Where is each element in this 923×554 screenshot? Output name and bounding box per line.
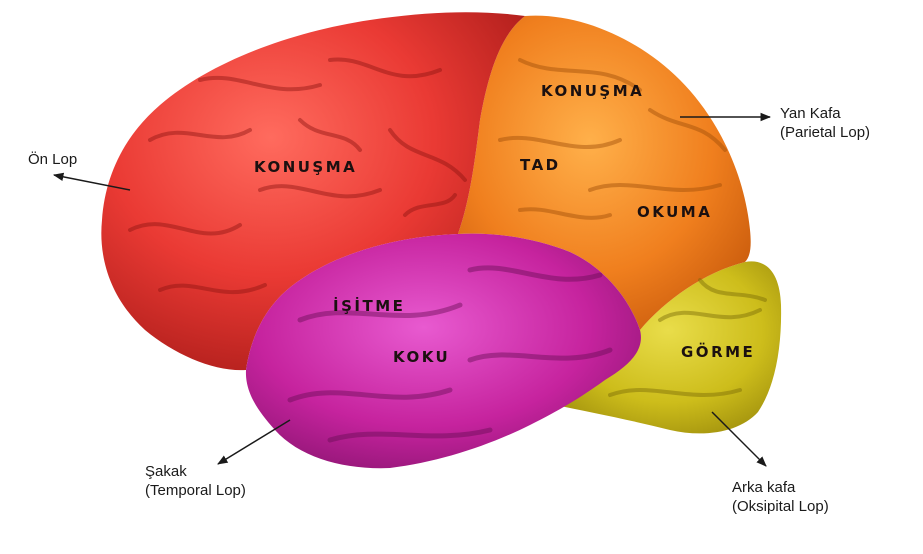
annotation-parietal-name: Yan Kafa — [780, 104, 870, 123]
label-vision: GÖRME — [681, 343, 755, 361]
annotation-occipital-latin: (Oksipital Lop) — [732, 497, 829, 516]
annotation-occipital-name: Arka kafa — [732, 478, 829, 497]
temporal-arrow — [218, 420, 290, 464]
label-parietal-speech: KONUŞMA — [541, 82, 644, 100]
annotation-occipital: Arka kafa (Oksipital Lop) — [732, 478, 829, 516]
label-smell: KOKU — [393, 348, 450, 366]
annotation-temporal-latin: (Temporal Lop) — [145, 481, 246, 500]
label-reading: OKUMA — [637, 203, 712, 221]
label-taste: TAD — [520, 156, 561, 174]
annotation-parietal-latin: (Parietal Lop) — [780, 123, 870, 142]
annotation-temporal: Şakak (Temporal Lop) — [145, 462, 246, 500]
label-frontal-speech: KONUŞMA — [254, 158, 357, 176]
annotation-parietal: Yan Kafa (Parietal Lop) — [780, 104, 870, 142]
annotation-temporal-name: Şakak — [145, 462, 246, 481]
label-hearing: İŞİTME — [333, 297, 405, 315]
annotation-frontal: Ön Lop — [28, 150, 77, 169]
